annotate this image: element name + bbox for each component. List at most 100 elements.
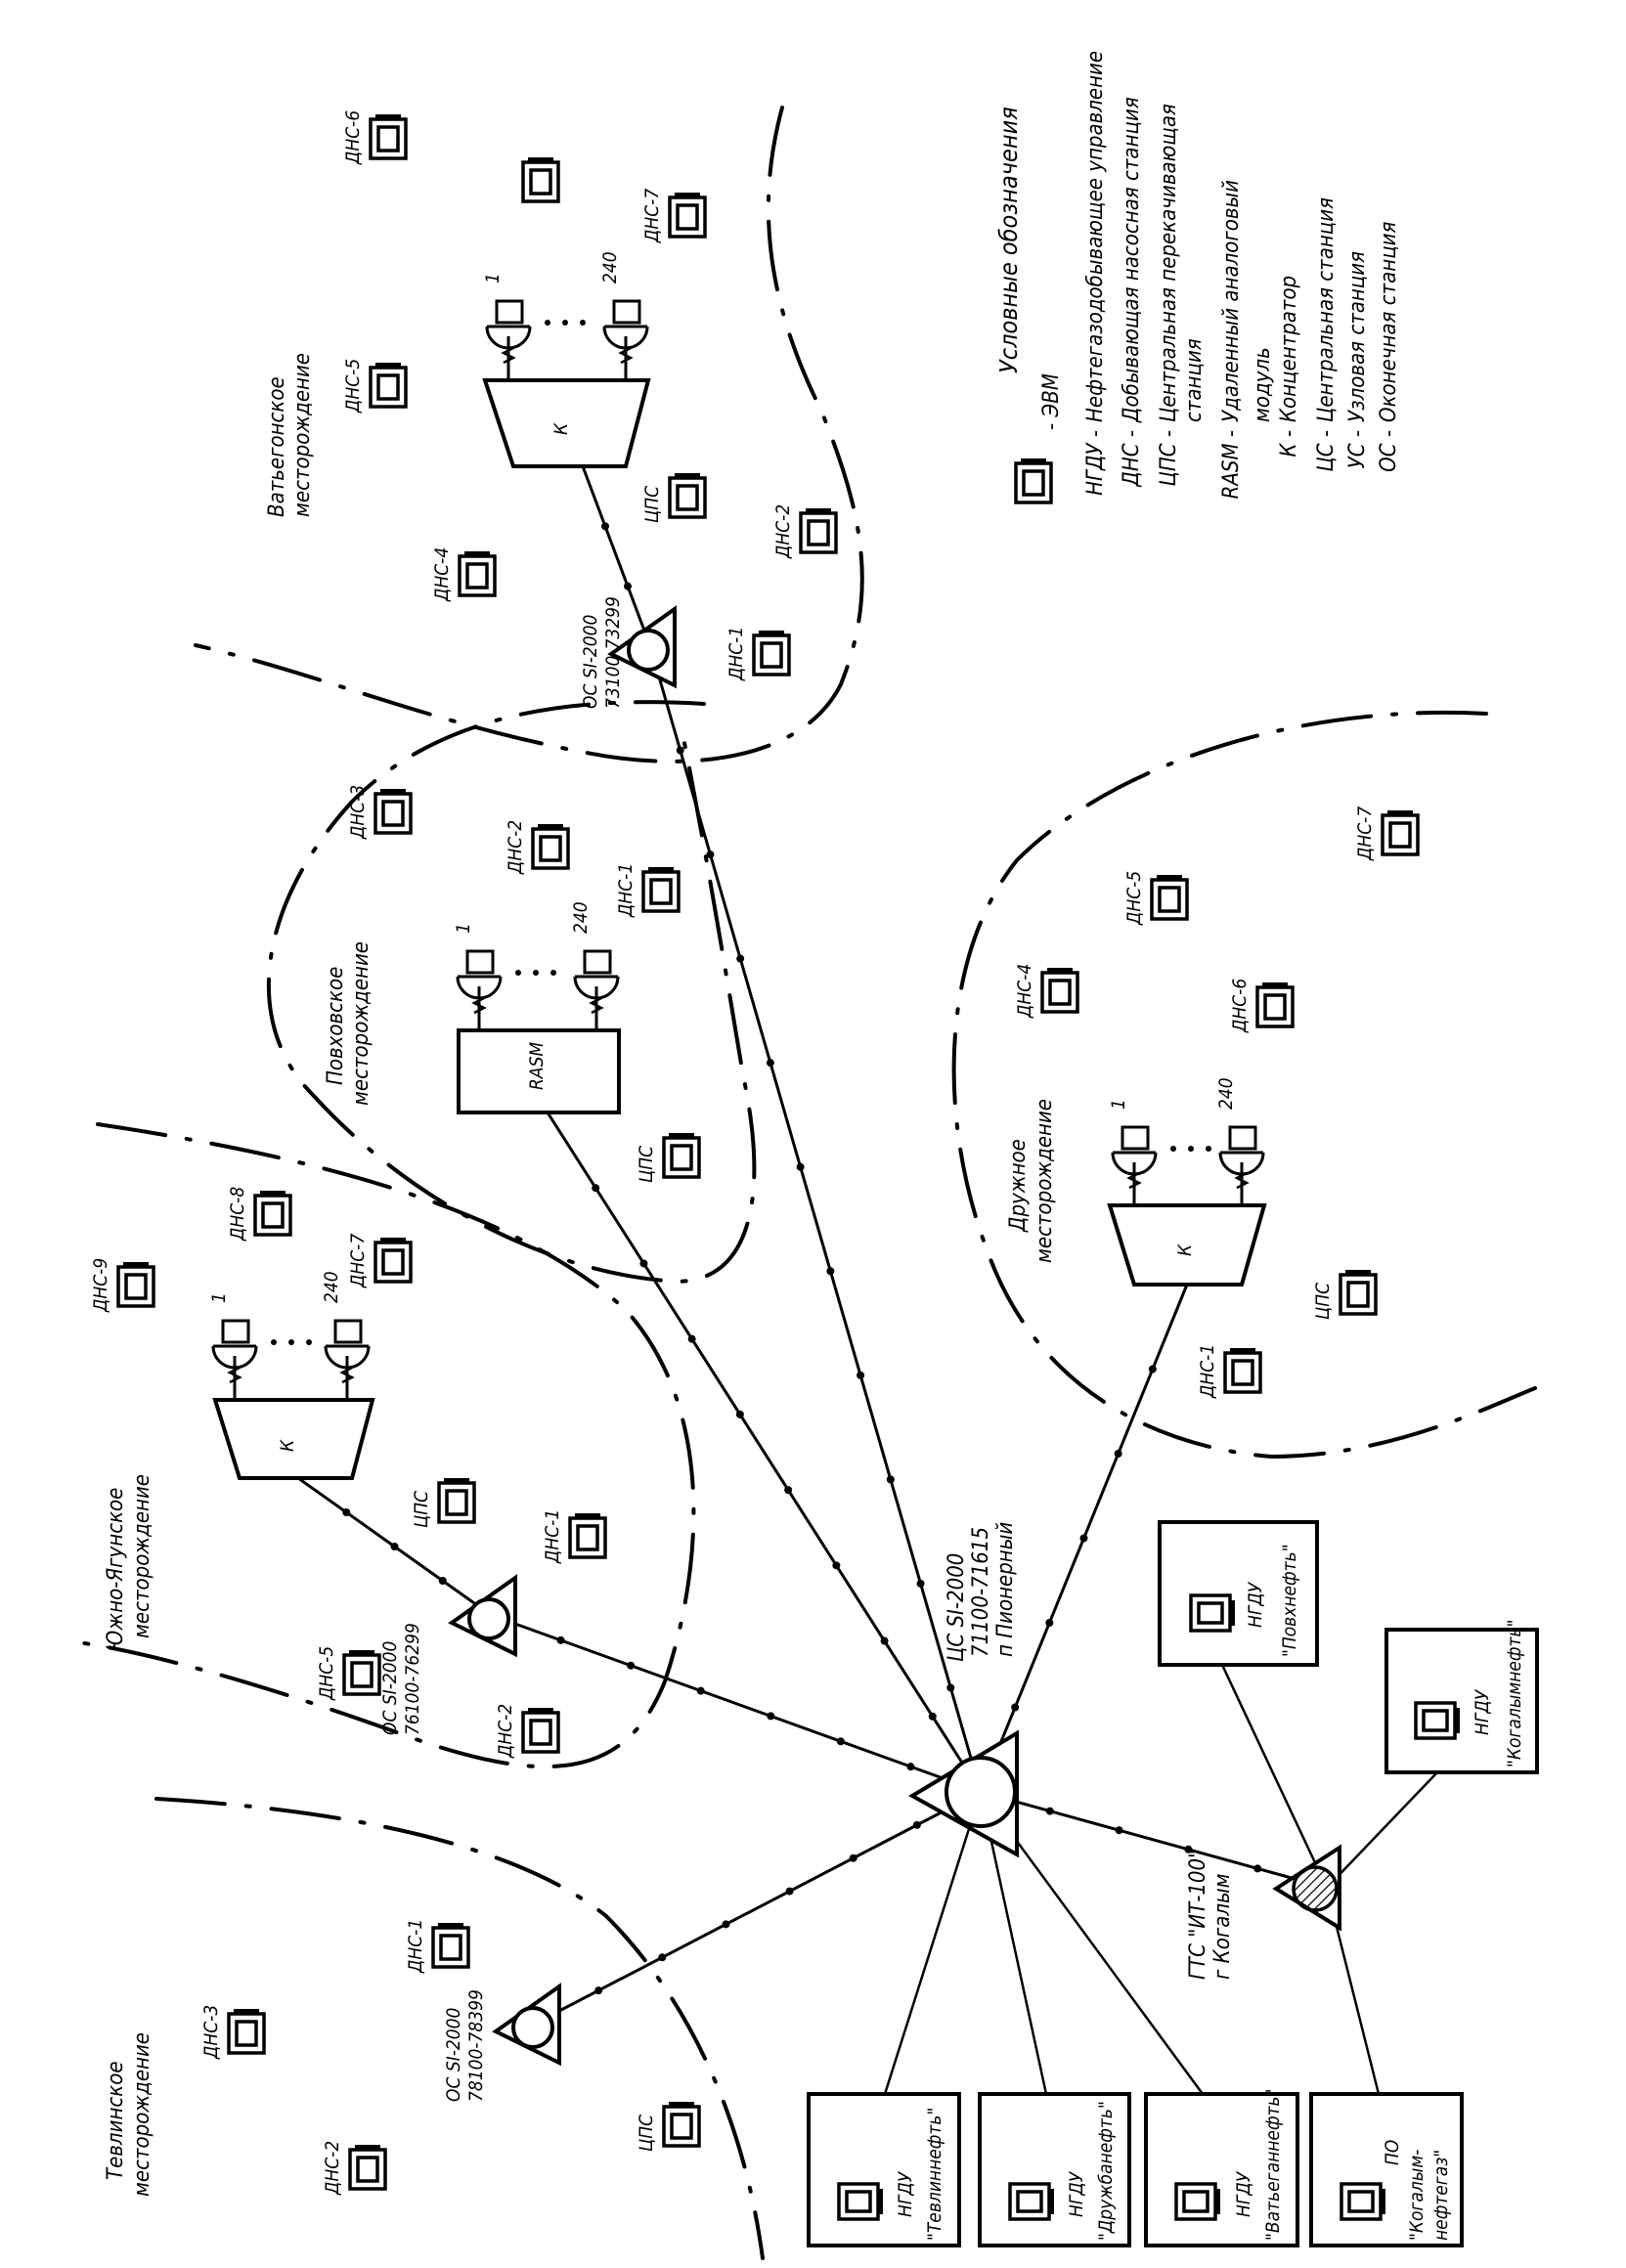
station-label: ЦПС — [636, 1146, 657, 1183]
subscriber-last-label: 240 — [321, 1271, 342, 1303]
computer-icon — [799, 506, 838, 554]
computer-icon — [662, 1131, 701, 1179]
svg-text:"Когалым-: "Когалым- — [1406, 2150, 1428, 2241]
line-dot — [928, 1712, 937, 1721]
station-label: ДНС-3 — [347, 785, 369, 840]
svg-text:ПО: ПО — [1382, 2140, 1403, 2165]
legend-item: модуль — [1251, 347, 1275, 422]
line-dot — [784, 1486, 793, 1495]
subscriber-first-label: 1 — [453, 923, 474, 934]
link-cs-yuzhno — [490, 1613, 982, 1794]
svg-text:76100-76299: 76100-76299 — [402, 1623, 423, 1735]
computer-icon — [253, 1189, 292, 1237]
computer-icon — [837, 2182, 885, 2221]
trunk-lines — [297, 465, 1438, 2095]
line-dot — [438, 1577, 447, 1585]
line-dot — [658, 1953, 667, 1962]
station-povkh-3: ЦПС — [636, 1131, 701, 1183]
line-dot — [722, 1920, 730, 1929]
office-tevlinneft: НГДУ "Тевлиннефть" — [807, 2092, 961, 2247]
boundary-yuzhno — [76, 1122, 696, 1769]
svg-text:ОС SI-2000: ОС SI-2000 — [379, 1641, 401, 1736]
concentrator-druzhnoe: К — [1107, 1203, 1267, 1287]
svg-text:п Пионерный: п Пионерный — [993, 1522, 1018, 1657]
legend-abbr: ЦПС - — [1157, 430, 1181, 487]
computer-icon — [374, 1236, 413, 1284]
station-yuzhno-6: ДНС-2 — [495, 1704, 560, 1759]
station-label: ЦПС — [641, 486, 663, 523]
line-dot — [886, 1475, 895, 1484]
station-yuzhno-5: ДНС-5 — [316, 1646, 381, 1701]
svg-text:"Дружбанефть": "Дружбанефть" — [1095, 2101, 1117, 2241]
legend-text: Узловая станция — [1345, 251, 1370, 422]
station-vatyegan-4: ЦПС — [641, 471, 707, 523]
computer-icon — [662, 2100, 701, 2148]
station-label: ДНС-7 — [347, 1234, 369, 1288]
line-dot — [342, 1508, 351, 1516]
legend-text: Добывающая насосная станция — [1120, 97, 1144, 423]
station-druzhnoe-3: ДНС-6 — [1229, 979, 1295, 1033]
legend-text: Концентратор — [1277, 276, 1301, 422]
svg-text:НГДУ: НГДУ — [1245, 1581, 1266, 1628]
line-dot — [912, 1820, 921, 1829]
line-dot — [916, 1579, 925, 1588]
line-dot — [594, 1986, 603, 1995]
legend-abbr: RASM - — [1219, 430, 1244, 499]
station-label: ДНС-2 — [505, 820, 526, 875]
svg-text:- ЭВМ: - ЭВМ — [1039, 373, 1064, 430]
link-cs-rasm — [546, 1112, 983, 1793]
station-yuzhno-2: ДНС-7 — [347, 1234, 413, 1288]
svg-text:ОС SI-2000: ОС SI-2000 — [580, 615, 601, 710]
line-dot — [1253, 1864, 1262, 1873]
line-dot — [1045, 1807, 1054, 1815]
station-label: ДНС-5 — [316, 1646, 337, 1701]
computer-icon — [1340, 2182, 1387, 2221]
office-kogalymneft: НГДУ "Когалымнефть" — [1384, 1620, 1539, 1774]
line-dot — [946, 1683, 955, 1692]
svg-text:71100-71615: 71100-71615 — [969, 1527, 993, 1657]
line-dot — [592, 1184, 600, 1193]
line-dot — [556, 1636, 565, 1644]
field-boundaries — [76, 106, 1537, 2260]
line-dot — [880, 1636, 889, 1645]
legend-item: НГДУ -Нефтегазодобывающее управление — [1083, 51, 1108, 496]
svg-text:месторождение: месторождение — [130, 2032, 154, 2197]
svg-text:месторождение: месторождение — [130, 1474, 154, 1638]
station-vatyegan-5: ДНС-2 — [772, 504, 838, 559]
station-tevlin-1: ДНС-3 — [200, 2005, 266, 2060]
svg-text:НГДУ: НГДУ — [1233, 2170, 1254, 2217]
svg-text:Повховское: Повховское — [324, 967, 348, 1085]
line-dot — [857, 1371, 865, 1379]
office-povkhneft: НГДУ "Повхнефть" — [1158, 1520, 1319, 1667]
computer-icon — [348, 2143, 387, 2191]
field-names: Ватьегонское месторождение Повховское ме… — [104, 353, 1057, 2197]
computer-icon — [227, 2007, 266, 2055]
concentrator-vatyegan: К — [482, 378, 651, 468]
link-os-k-vatyegan — [581, 465, 652, 647]
legend-abbr: ЦС - — [1314, 430, 1339, 472]
station-vatyegan-3: ДНС-5 — [342, 359, 408, 414]
legend-item: станция — [1182, 338, 1207, 422]
svg-text:Ватьегонское: Ватьегонское — [265, 376, 289, 517]
svg-text:г Когалым: г Когалым — [1210, 1873, 1235, 1980]
station-yuzhno-0: ДНС-9 — [90, 1258, 155, 1313]
svg-text:месторождение: месторождение — [349, 941, 374, 1106]
station-yuzhno-1: ДНС-8 — [227, 1187, 292, 1242]
legend-text: Нефтегазодобывающее управление — [1083, 51, 1108, 422]
computer-icon — [668, 471, 707, 519]
office-boxes: НГДУ "Тевлиннефть" НГДУ "Дружбанефть" НГ… — [807, 1520, 1539, 2247]
legend-text: Удаленный аналоговый — [1219, 180, 1244, 422]
legend-item: ОС -Оконечная станция — [1377, 221, 1401, 471]
svg-text:RASM: RASM — [526, 1042, 548, 1090]
computer-icon — [1381, 808, 1420, 856]
line-dot — [706, 850, 715, 859]
line-dot — [796, 1162, 805, 1171]
station-label: ДНС-6 — [342, 110, 364, 165]
line-dot — [1114, 1450, 1122, 1458]
computer-icon — [431, 1921, 470, 1969]
svg-text:73100-73299: 73100-73299 — [602, 596, 624, 709]
computer-icon — [752, 629, 791, 676]
terminal-station-vatyegan — [607, 605, 677, 689]
office-druzhbaneft: НГДУ "Дружбанефть" — [978, 2092, 1131, 2247]
